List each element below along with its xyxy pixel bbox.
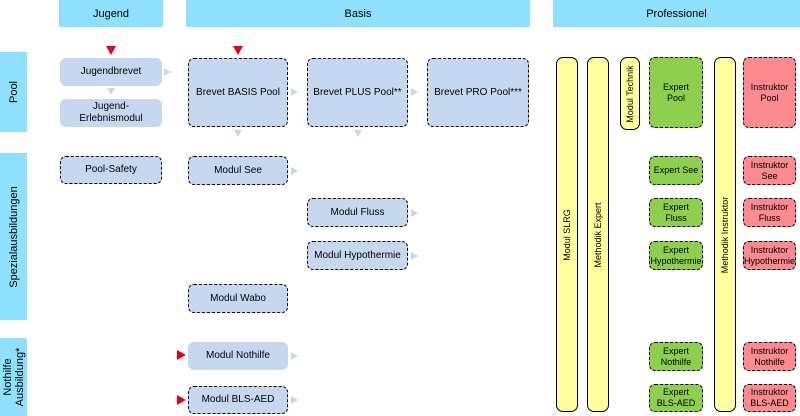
column-header-professionel: Professionel [553, 0, 800, 27]
bar-modul-technik[interactable]: Modul Technik [620, 57, 640, 130]
box-modul-fluss[interactable]: Modul Fluss [307, 198, 408, 227]
box-modul-bls-aed[interactable]: Modul BLS-AED [188, 386, 288, 414]
row-header-spezial-label: Spezialausbildungen [7, 185, 20, 288]
box-brevet-pro-pool[interactable]: Brevet PRO Pool*** [427, 58, 529, 127]
arrow-down-icon [234, 130, 242, 137]
box-expert-fluss[interactable]: Expert Fluss [649, 198, 703, 227]
box-instruktor-pool[interactable]: Instruktor Pool [743, 57, 796, 128]
row-header-pool-label: Pool [7, 80, 20, 104]
bar-methodik-expert-label: Methodik Expert [593, 201, 603, 268]
column-header-basis: Basis [186, 0, 530, 27]
arrow-right-icon [411, 88, 418, 96]
box-instruktor-hypothermie[interactable]: Instruktor Hypothermie [743, 241, 796, 270]
bar-methodik-expert[interactable]: Methodik Expert [587, 57, 609, 412]
arrow-down-icon [107, 88, 115, 95]
arrow-right-icon [164, 68, 171, 76]
box-expert-nothilfe[interactable]: Expert Nothilfe [649, 342, 703, 371]
start-arrow-icon [106, 46, 116, 55]
row-header-spezial: Spezialausbildungen [0, 153, 27, 320]
arrow-right-icon [291, 352, 298, 360]
start-arrow-icon [177, 395, 186, 405]
row-header-nothilfe-label: Nothilfe Ausbildung* [1, 347, 26, 407]
box-instruktor-bls-aed[interactable]: Instruktor BLS-AED [743, 384, 796, 412]
box-instruktor-see[interactable]: Instruktor See [743, 156, 796, 185]
box-modul-hypothermie[interactable]: Modul Hypothermie [307, 241, 408, 270]
box-instruktor-nothilfe[interactable]: Instruktor Nothilfe [743, 342, 796, 371]
bar-methodik-instruktor[interactable]: Methodik Instruktor [714, 57, 736, 412]
column-header-jugend: Jugend [59, 0, 163, 27]
box-expert-bls-aed[interactable]: Expert BLS-AED [649, 384, 703, 412]
arrow-right-icon [291, 88, 298, 96]
arrow-right-icon [291, 396, 298, 404]
box-jugend-erlebnismodul[interactable]: Jugend- Erlebnismodul [60, 99, 162, 127]
box-instruktor-fluss[interactable]: Instruktor Fluss [743, 198, 796, 227]
row-header-pool: Pool [0, 52, 27, 132]
arrow-down-icon [354, 130, 362, 137]
box-brevet-plus-pool[interactable]: Brevet PLUS Pool** [307, 58, 408, 127]
bar-modul-slrg-label: Modul SLRG [562, 208, 572, 261]
box-modul-wabo[interactable]: Modul Wabo [188, 284, 288, 313]
box-jugendbrevet[interactable]: Jugendbrevet [60, 58, 162, 86]
start-arrow-icon [233, 46, 243, 55]
bar-modul-slrg[interactable]: Modul SLRG [556, 57, 578, 412]
start-arrow-icon [177, 350, 186, 360]
arrow-right-icon [291, 167, 298, 175]
bar-methodik-instruktor-label: Methodik Instruktor [720, 196, 730, 273]
box-modul-nothilfe[interactable]: Modul Nothilfe [188, 342, 288, 370]
box-expert-see[interactable]: Expert See [649, 156, 703, 185]
box-brevet-basis-pool[interactable]: Brevet BASIS Pool [188, 58, 288, 127]
box-expert-hypothermie[interactable]: Expert Hypothermie [649, 241, 703, 270]
box-pool-safety[interactable]: Pool-Safety [60, 156, 162, 184]
box-modul-see[interactable]: Modul See [188, 156, 288, 185]
bar-modul-technik-label: Modul Technik [625, 64, 635, 123]
box-expert-pool[interactable]: Expert Pool [649, 57, 703, 128]
arrow-right-icon [411, 209, 418, 217]
arrow-right-icon [411, 252, 418, 260]
row-header-nothilfe: Nothilfe Ausbildung* [0, 338, 27, 416]
